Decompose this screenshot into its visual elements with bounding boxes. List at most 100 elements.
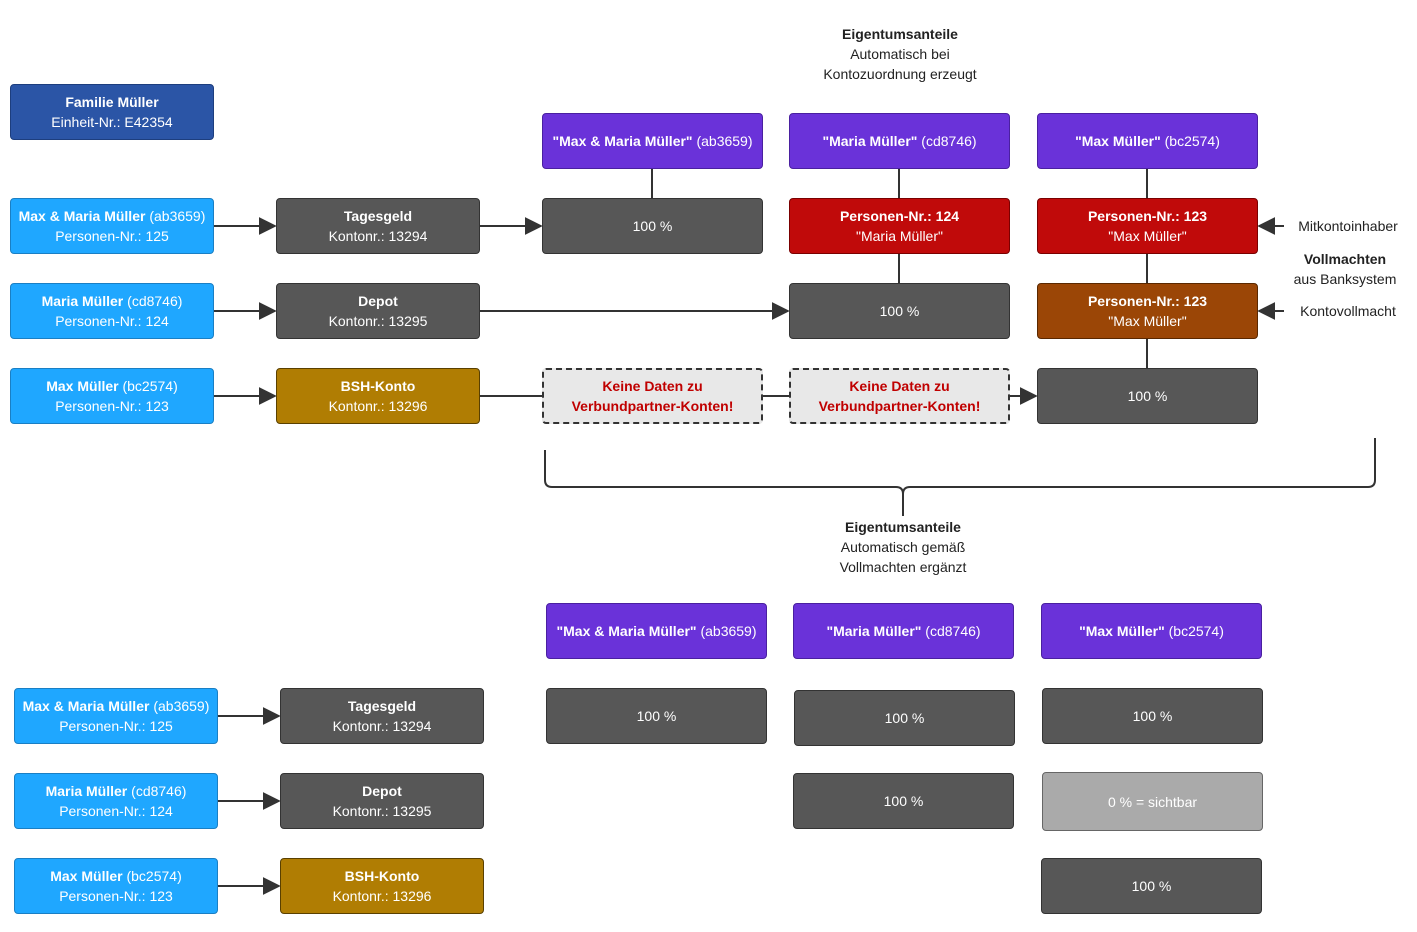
person-nr: Personen-Nr.: 124 <box>59 803 173 819</box>
owner-code: (cd8746) <box>925 623 981 639</box>
no-data-box: Keine Daten zu Verbundpartner-Konten! <box>789 368 1010 424</box>
account-name: Depot <box>358 293 398 309</box>
bottom-owner-cd8746: "Maria Müller" (cd8746) <box>793 603 1014 659</box>
owner-name: "Maria Müller" <box>826 623 922 639</box>
person-name: Max & Maria Müller <box>22 698 150 714</box>
top-owner-ab3659: "Max & Maria Müller" (ab3659) <box>542 113 763 169</box>
top-person-bc2574: Max Müller (bc2574) Personen-Nr.: 123 <box>10 368 214 424</box>
owner-name: "Max & Maria Müller" <box>556 623 697 639</box>
person-nr-label: Personen-Nr.: 124 <box>839 208 960 224</box>
person-nr-name: "Max Müller" <box>1108 228 1187 244</box>
share-value: 100 % <box>879 303 920 319</box>
person-nr-label: Personen-Nr.: 123 <box>1087 208 1208 224</box>
share-box: 100 % <box>789 283 1010 339</box>
person-nr: Personen-Nr.: 124 <box>55 313 169 329</box>
bottom-person-ab3659: Max & Maria Müller (ab3659) Personen-Nr.… <box>14 688 218 744</box>
share-value: 100 % <box>1131 878 1172 894</box>
person-nr: Personen-Nr.: 123 <box>59 888 173 904</box>
no-data-line1: Keine Daten zu <box>602 378 703 394</box>
account-name: Depot <box>362 783 402 799</box>
bottom-heading: Eigentumsanteile Automatisch gemäß Vollm… <box>793 517 1013 577</box>
account-nr: Kontonr.: 13296 <box>332 888 432 904</box>
person-code: (bc2574) <box>122 378 178 394</box>
visible-share-box: 0 % = sichtbar <box>1042 772 1263 831</box>
share-box: 100 % <box>1037 368 1258 424</box>
person-code: (cd8746) <box>131 783 187 799</box>
bottom-account-depot: Depot Kontonr.: 13295 <box>280 773 484 829</box>
top-account-tagesgeld: Tagesgeld Kontonr.: 13294 <box>276 198 480 254</box>
bottom-account-tagesgeld: Tagesgeld Kontonr.: 13294 <box>280 688 484 744</box>
family-box: Familie Müller Einheit-Nr.: E42354 <box>10 84 214 140</box>
top-account-bsh: BSH-Konto Kontonr.: 13296 <box>276 368 480 424</box>
bottom-owner-ab3659: "Max & Maria Müller" (ab3659) <box>546 603 767 659</box>
no-data-box: Keine Daten zu Verbundpartner-Konten! <box>542 368 763 424</box>
vollmachten-sub: aus Banksystem <box>1293 271 1397 287</box>
account-name: Tagesgeld <box>343 208 413 224</box>
family-unit: Einheit-Nr.: E42354 <box>51 114 173 130</box>
share-value: 100 % <box>1132 708 1173 724</box>
label-mitkontoinhaber: Mitkontoinhaber <box>1298 218 1398 234</box>
top-heading-title: Eigentumsanteile <box>842 26 958 42</box>
bottom-person-cd8746: Maria Müller (cd8746) Personen-Nr.: 124 <box>14 773 218 829</box>
share-value: 100 % <box>884 710 925 726</box>
top-person-cd8746: Maria Müller (cd8746) Personen-Nr.: 124 <box>10 283 214 339</box>
top-heading: Eigentumsanteile Automatisch bei Kontozu… <box>790 24 1010 84</box>
person-code: (ab3659) <box>153 698 210 714</box>
top-owner-cd8746: "Maria Müller" (cd8746) <box>789 113 1010 169</box>
share-value: 100 % <box>636 708 677 724</box>
top-heading-line2: Kontozuordnung erzeugt <box>823 66 977 82</box>
owner-name: "Maria Müller" <box>822 133 918 149</box>
bottom-owner-bc2574: "Max Müller" (bc2574) <box>1041 603 1262 659</box>
share-box: 100 % <box>1042 688 1263 744</box>
top-account-depot: Depot Kontonr.: 13295 <box>276 283 480 339</box>
owner-code: (cd8746) <box>921 133 977 149</box>
no-data-line2: Verbundpartner-Konten! <box>818 398 981 414</box>
account-nr: Kontonr.: 13294 <box>332 718 432 734</box>
person-code: (cd8746) <box>127 293 183 309</box>
bottom-heading-title: Eigentumsanteile <box>845 519 961 535</box>
person-name: Maria Müller <box>45 783 128 799</box>
label-vollmachten: Vollmachten aus Banksystem <box>1286 249 1404 289</box>
person-nr: Personen-Nr.: 123 <box>55 398 169 414</box>
share-box: 100 % <box>794 690 1015 746</box>
share-value: 100 % <box>632 218 673 234</box>
account-name: BSH-Konto <box>340 378 416 394</box>
top-heading-line1: Automatisch bei <box>850 46 950 62</box>
person-nr: Personen-Nr.: 125 <box>59 718 173 734</box>
person-name: Max & Maria Müller <box>18 208 146 224</box>
top-person-ab3659: Max & Maria Müller (ab3659) Personen-Nr.… <box>10 198 214 254</box>
bottom-heading-line2: Vollmachten ergänzt <box>839 559 967 575</box>
share-box: 100 % <box>546 688 767 744</box>
share-box: 100 % <box>793 773 1014 829</box>
account-nr: Kontonr.: 13295 <box>328 313 428 329</box>
owner-code: (bc2574) <box>1164 133 1220 149</box>
owner-code: (bc2574) <box>1168 623 1224 639</box>
share-value: 0 % = sichtbar <box>1107 793 1198 810</box>
bottom-account-bsh: BSH-Konto Kontonr.: 13296 <box>280 858 484 914</box>
share-box: 100 % <box>542 198 763 254</box>
label-kontovollmacht: Kontovollmacht <box>1300 303 1396 319</box>
proxy-person-123-box: Personen-Nr.: 123 "Max Müller" <box>1037 283 1258 339</box>
bottom-person-bc2574: Max Müller (bc2574) Personen-Nr.: 123 <box>14 858 218 914</box>
owner-name: "Max Müller" <box>1075 133 1161 149</box>
bottom-heading-line1: Automatisch gemäß <box>840 539 966 555</box>
person-nr-124-box: Personen-Nr.: 124 "Maria Müller" <box>789 198 1010 254</box>
owner-name: "Max & Maria Müller" <box>552 133 693 149</box>
vollmachten-title: Vollmachten <box>1303 251 1387 267</box>
person-nr-label: Personen-Nr.: 123 <box>1087 293 1208 309</box>
person-name: Maria Müller <box>41 293 124 309</box>
no-data-line2: Verbundpartner-Konten! <box>571 398 734 414</box>
person-code: (ab3659) <box>149 208 206 224</box>
owner-code: (ab3659) <box>700 623 757 639</box>
account-nr: Kontonr.: 13295 <box>332 803 432 819</box>
person-nr-name: "Maria Müller" <box>856 228 943 244</box>
person-name: Max Müller <box>46 378 119 394</box>
person-code: (bc2574) <box>126 868 182 884</box>
share-value: 100 % <box>1127 388 1168 404</box>
person-nr: Personen-Nr.: 125 <box>55 228 169 244</box>
owner-code: (ab3659) <box>696 133 753 149</box>
share-value: 100 % <box>883 793 924 809</box>
account-name: Tagesgeld <box>347 698 417 714</box>
share-box: 100 % <box>1041 858 1262 914</box>
person-nr-123-box: Personen-Nr.: 123 "Max Müller" <box>1037 198 1258 254</box>
